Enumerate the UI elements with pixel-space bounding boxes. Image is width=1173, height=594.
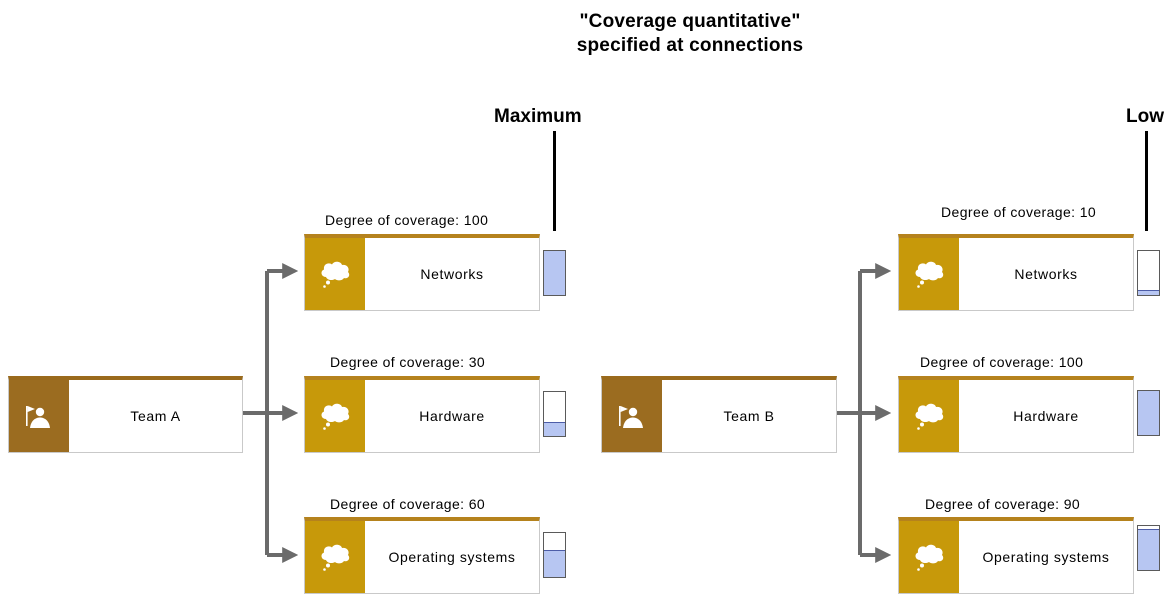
team-b-hardware-coverage-label: Degree of coverage: 100 <box>920 354 1084 370</box>
diagram-title-line-1: "Coverage quantitative" <box>579 11 801 32</box>
team-b-operating-systems-coverage-label: Degree of coverage: 90 <box>925 496 1081 512</box>
team-b-operating-systems-label: Operating systems <box>982 549 1110 565</box>
team-a-hardware-coverage-gauge <box>543 391 566 437</box>
diagram-title: "Coverage quantitative" specified at con… <box>486 10 894 58</box>
gauge-fill <box>1138 289 1159 295</box>
team-b-operating-systems-icon-area <box>899 521 959 593</box>
team-a-hardware-coverage-label: Degree of coverage: 30 <box>330 354 486 370</box>
org-unit-icon <box>619 406 643 428</box>
team-a-operating-systems-coverage-label: Degree of coverage: 60 <box>330 496 486 512</box>
team-b-hardware-label: Hardware <box>1013 408 1079 424</box>
team-b-networks-box[interactable]: Networks <box>898 234 1134 311</box>
team-b-hardware-icon-area <box>899 380 959 452</box>
thought-cloud-icon <box>915 261 944 288</box>
team-a-networks-coverage-gauge <box>543 250 566 296</box>
team-a-hardware-label: Hardware <box>419 408 485 424</box>
team-b-icon-area <box>602 380 662 452</box>
team-b-box[interactable]: Team B <box>601 376 837 453</box>
thought-cloud-icon <box>321 403 350 430</box>
org-unit-icon <box>26 406 50 428</box>
team-b-networks-coverage-gauge <box>1137 250 1160 296</box>
team-a-operating-systems-icon-area <box>305 521 365 593</box>
gauge-fill <box>544 549 565 577</box>
team-a-hardware-box[interactable]: Hardware <box>304 376 540 453</box>
callout-low-line <box>1145 131 1148 231</box>
team-a-icon-area <box>9 380 69 452</box>
team-a-networks-icon-area <box>305 238 365 310</box>
team-b-hardware-coverage-gauge <box>1137 390 1160 436</box>
team-a-operating-systems-label: Operating systems <box>388 549 516 565</box>
gauge-fill <box>1138 391 1159 435</box>
gauge-fill <box>544 421 565 436</box>
gauge-fill <box>1138 529 1159 570</box>
callout-maximum-label: Maximum <box>494 106 582 127</box>
team-a-hardware-icon-area <box>305 380 365 452</box>
team-b-networks-coverage-label: Degree of coverage: 10 <box>941 204 1097 220</box>
team-b-networks-label: Networks <box>1014 266 1078 282</box>
team-a-operating-systems-coverage-gauge <box>543 532 566 578</box>
team-b-hardware-box[interactable]: Hardware <box>898 376 1134 453</box>
team-a-operating-systems-box[interactable]: Operating systems <box>304 517 540 594</box>
thought-cloud-icon <box>321 544 350 571</box>
team-b-operating-systems-box[interactable]: Operating systems <box>898 517 1134 594</box>
team-b-networks-icon-area <box>899 238 959 310</box>
team-a-label: Team A <box>130 408 181 424</box>
team-b-operating-systems-coverage-gauge <box>1137 525 1160 571</box>
team-a-networks-label: Networks <box>420 266 484 282</box>
callout-maximum-line <box>553 131 556 231</box>
thought-cloud-icon <box>915 544 944 571</box>
thought-cloud-icon <box>915 403 944 430</box>
team-a-networks-coverage-label: Degree of coverage: 100 <box>325 212 489 228</box>
callout-low-label: Low <box>1126 106 1164 127</box>
team-a-networks-box[interactable]: Networks <box>304 234 540 311</box>
team-b-label: Team B <box>723 408 775 424</box>
team-a-box[interactable]: Team A <box>8 376 243 453</box>
gauge-fill <box>544 251 565 295</box>
thought-cloud-icon <box>321 261 350 288</box>
diagram-title-line-2: specified at connections <box>576 35 804 56</box>
